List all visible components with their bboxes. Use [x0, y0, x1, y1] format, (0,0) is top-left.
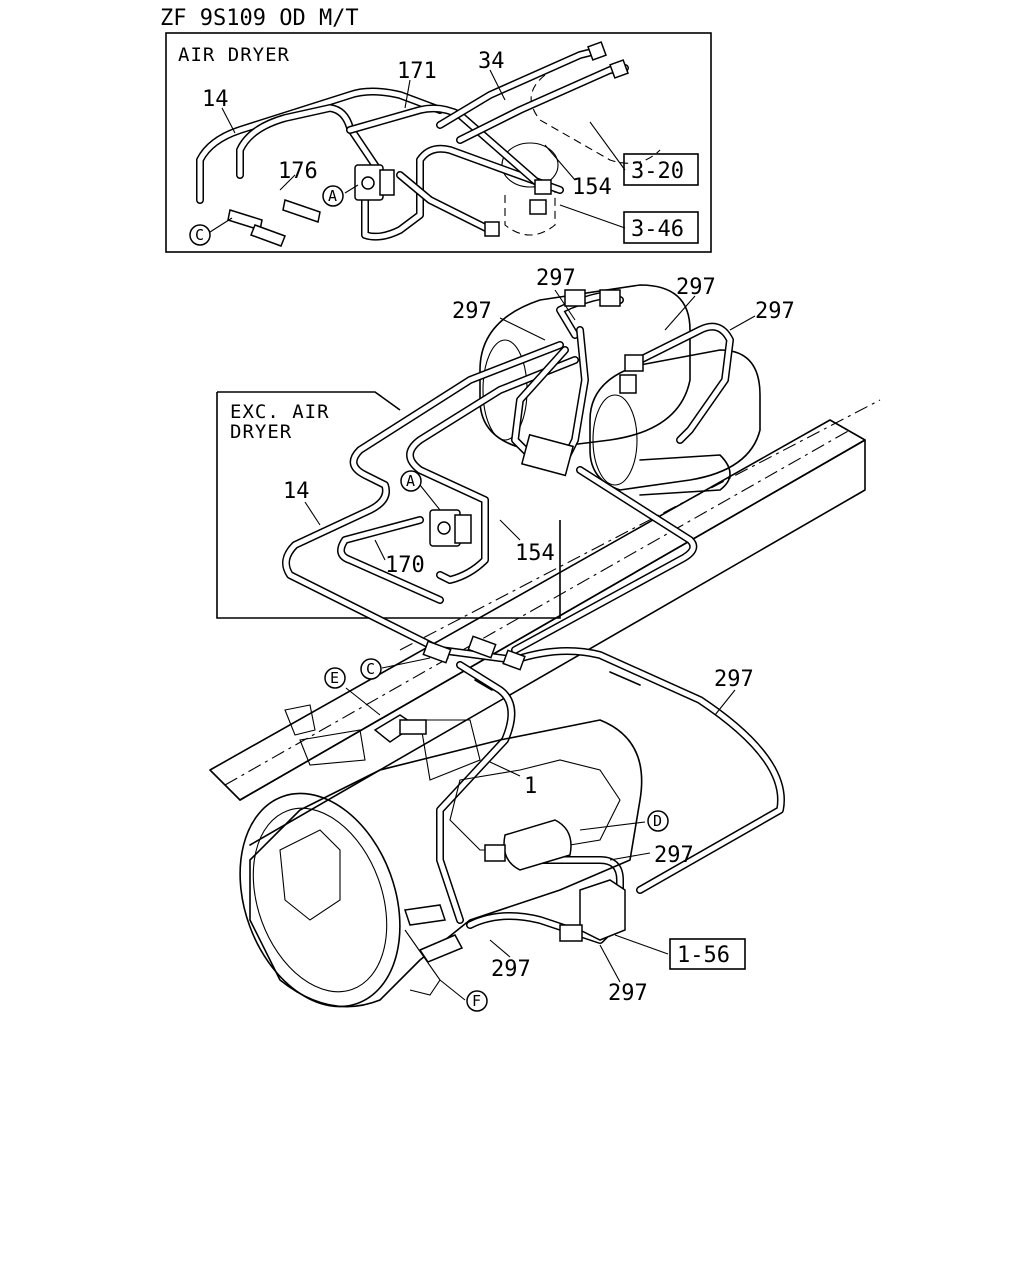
- callout-f: [466, 990, 488, 1012]
- label-297-lower-right: 297: [608, 981, 648, 1006]
- fitting-176: [282, 199, 321, 223]
- fitting-34-a: [587, 41, 607, 61]
- bracket-f: [404, 929, 441, 996]
- ref-3-46: 3-46: [631, 217, 684, 242]
- callout-c-inset-text: C: [195, 226, 204, 244]
- pipe-to-transmission: [436, 661, 516, 924]
- pipe-297-right-loop: [636, 322, 734, 444]
- callout-a-inset-text: A: [328, 187, 337, 205]
- callout-e: [324, 667, 346, 689]
- ref-box-1-56: [669, 938, 746, 970]
- label-176: 176: [278, 159, 318, 184]
- label-154-inset: 154: [572, 175, 612, 200]
- label-170: 170: [385, 553, 425, 578]
- callout-f-text: F: [472, 992, 481, 1010]
- clutch-housing: [239, 792, 401, 1008]
- air-tank-rear: [479, 284, 691, 451]
- label-297-top-center: 297: [536, 266, 576, 291]
- tank-mount: [639, 454, 731, 496]
- valve-a-bracket: [379, 169, 395, 196]
- ref-box-3-20: [623, 153, 699, 186]
- callout-e-text: E: [330, 669, 339, 687]
- label-297-lower-left: 297: [491, 957, 531, 982]
- solenoid-valve: [579, 879, 626, 941]
- fitting-e-body: [399, 719, 427, 735]
- callout-c-inset: [189, 224, 211, 246]
- fitting-34-b: [609, 59, 629, 79]
- air-dryer-tank-outline: [530, 74, 661, 164]
- label-297-long-loop: 297: [714, 667, 754, 692]
- tank-fitting-4: [619, 374, 637, 394]
- tank-fitting-3: [624, 354, 644, 372]
- coupling-c-1: [422, 640, 452, 664]
- component-d-fitting: [484, 844, 506, 862]
- ref-1-56: 1-56: [677, 943, 730, 968]
- hose-braid-2: [474, 679, 493, 691]
- label-34: 34: [478, 49, 505, 74]
- tank-fitting-2: [599, 289, 621, 307]
- transmission-top-cover: [419, 719, 481, 781]
- ref-box-3-46: [623, 211, 699, 244]
- tank-fitting-1: [564, 289, 586, 307]
- fitting-lower: [529, 199, 547, 215]
- callout-d: [647, 810, 669, 832]
- label-171: 171: [397, 59, 437, 84]
- main-assembly: EXC. AIR DRYER: [209, 266, 881, 1012]
- callout-a-inset: [322, 185, 344, 207]
- inset-exc-air-dryer-frame: [216, 391, 561, 619]
- label-297-far-right: 297: [755, 299, 795, 324]
- fitting-f-upper: [404, 904, 446, 926]
- inset-air-dryer: AIR DRYER: [165, 32, 712, 253]
- callout-a-main-text: A: [406, 472, 415, 490]
- callout-a-main: [400, 470, 422, 492]
- clutch-release-mechanism: [279, 829, 341, 921]
- fitting-f-lower: [418, 934, 464, 963]
- hose-braid-1: [609, 671, 641, 686]
- solenoid-fitting: [559, 924, 583, 942]
- inset-exc-title-2: DRYER: [230, 421, 292, 443]
- fitting-lower-left: [484, 221, 500, 237]
- valve-a-main-bracket: [454, 514, 472, 544]
- callout-d-text: D: [653, 812, 662, 830]
- diagram-title: ZF 9S109 OD M/T: [160, 6, 359, 31]
- label-297-top-left: 297: [452, 299, 492, 324]
- ref-3-20: 3-20: [631, 159, 684, 184]
- callout-c-main: [360, 658, 382, 680]
- label-1: 1: [524, 774, 537, 799]
- label-14-inset: 14: [202, 87, 229, 112]
- coupling-c-3: [502, 649, 526, 671]
- fitting-154: [534, 179, 552, 195]
- relay-valve: [520, 433, 575, 477]
- label-297-top-right: 297: [676, 275, 716, 300]
- crossmember-bracket: [284, 704, 366, 766]
- air-tank-front: [589, 349, 761, 491]
- callout-c-main-text: C: [366, 660, 375, 678]
- inset-exc-title-1: EXC. AIR: [230, 401, 330, 423]
- gearbox-ribs: [449, 759, 621, 851]
- label-14-main: 14: [283, 479, 310, 504]
- hose-c-inset: [250, 224, 286, 247]
- label-297-d: 297: [654, 843, 694, 868]
- inset-air-dryer-title: AIR DRYER: [178, 44, 290, 66]
- coupling-c-2: [467, 635, 497, 659]
- frame-rail-web: [239, 439, 866, 846]
- air-dryer-canister-lower: [504, 190, 556, 236]
- label-154-main: 154: [515, 541, 555, 566]
- inset-air-dryer-frame: [165, 32, 712, 253]
